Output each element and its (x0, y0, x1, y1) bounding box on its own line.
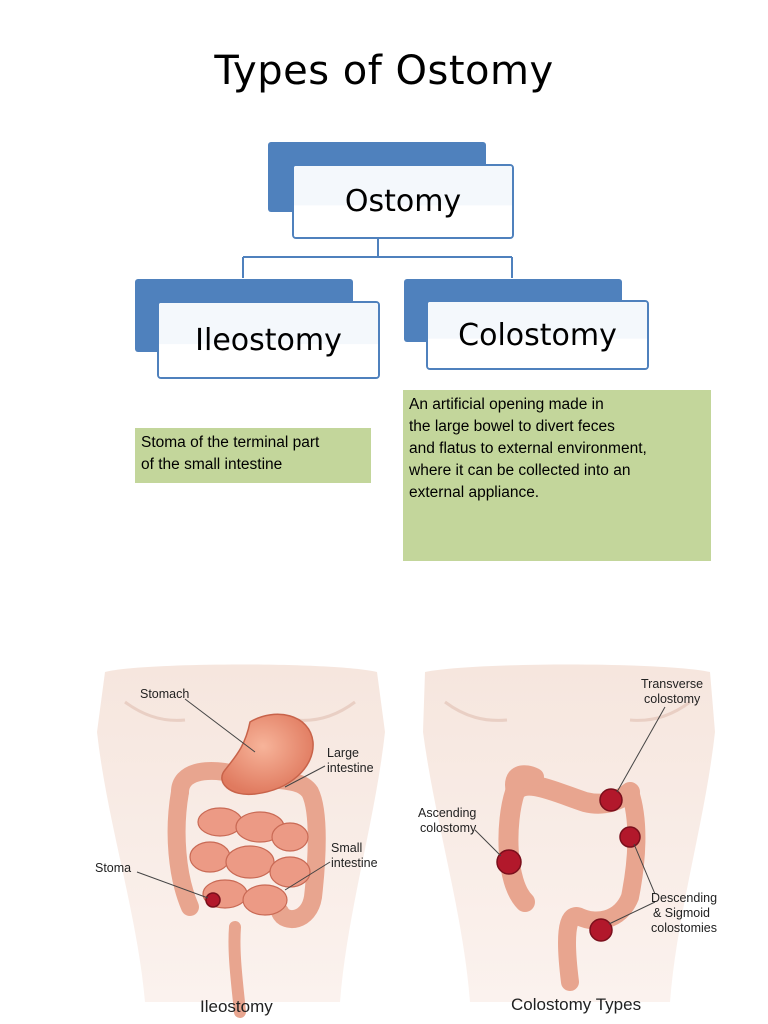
sigmoid-stoma (589, 918, 613, 942)
page-title: Types of Ostomy (214, 48, 554, 94)
label-descending-1: Descending (651, 891, 717, 905)
ascending-stoma (496, 849, 522, 875)
label-small-intestine-2: intestine (331, 856, 378, 870)
ostomy-node-label: Ostomy (344, 184, 462, 219)
label-large-intestine-1: Large (327, 746, 359, 760)
label-large-intestine-2: intestine (327, 761, 374, 775)
hierarchy-connectors (242, 238, 513, 278)
colostomy-description: An artificial opening made in the large … (403, 390, 711, 561)
colostomy-node-label: Colostomy (458, 317, 617, 353)
ileostomy-node-label: Ileostomy (195, 322, 342, 358)
ileostomy-caption: Ileostomy (200, 997, 273, 1016)
label-descending-2: & Sigmoid (653, 906, 710, 920)
label-small-intestine-1: Small (331, 841, 362, 855)
label-stoma: Stoma (95, 861, 131, 875)
descending-stoma (619, 826, 641, 848)
ileostomy-illustration: Stomach Large intestine Small intestine … (95, 662, 385, 1020)
transverse-stoma (599, 788, 623, 812)
label-transverse-2: colostomy (644, 692, 701, 706)
ileostomy-description: Stoma of the terminal part of the small … (135, 428, 371, 483)
label-descending-3: colostomies (651, 921, 717, 935)
label-ascending-1: Ascending (418, 806, 476, 820)
stoma-marker (205, 892, 221, 908)
label-stomach: Stomach (140, 687, 189, 701)
label-ascending-2: colostomy (420, 821, 477, 835)
colostomy-caption: Colostomy Types (511, 995, 641, 1014)
label-transverse-1: Transverse (641, 677, 703, 691)
colostomy-illustration: Transverse colostomy Ascending colostomy… (418, 662, 717, 1020)
